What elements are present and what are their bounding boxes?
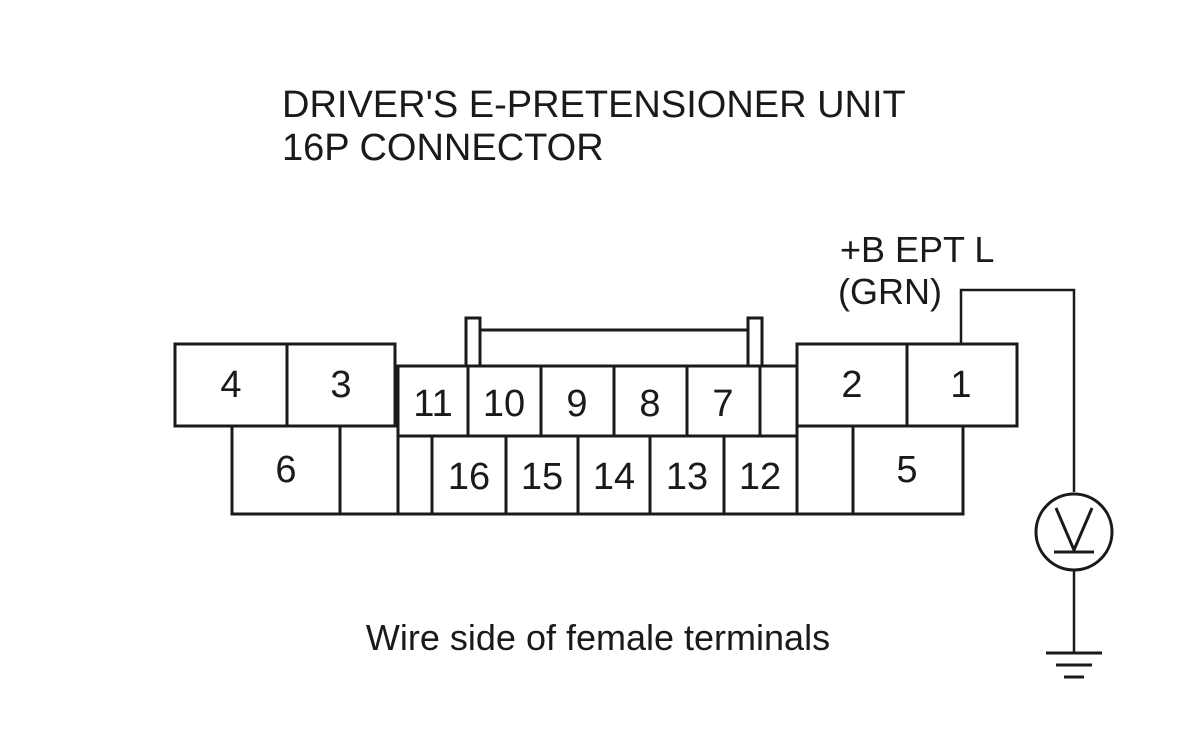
diagram-title-line2: 16P CONNECTOR: [282, 127, 604, 169]
pin-7-label: 7: [712, 383, 733, 425]
pin-9-label: 9: [566, 383, 587, 425]
probe-wire: [959, 288, 1076, 492]
middle-upper-row: [396, 364, 799, 438]
ground-icon: [1046, 651, 1102, 679]
pin-4-label: 4: [220, 364, 241, 406]
pin-11-label: 11: [413, 383, 452, 425]
pin-10-label: 10: [483, 383, 525, 425]
pin-13-label: 13: [666, 456, 708, 498]
pin-cell-4-3-block: [173, 342, 397, 428]
connector-body: [173, 316, 1019, 516]
pin-cell-6-block: [230, 424, 400, 516]
connector-view-caption: Wire side of female terminals: [366, 617, 830, 658]
locking-tab-right: [746, 316, 764, 366]
pin-6-label: 6: [275, 449, 296, 491]
pin-2-label: 2: [841, 364, 862, 406]
pin-8-label: 8: [639, 383, 660, 425]
pin-15-label: 15: [521, 456, 563, 498]
pin-cell-5-block: [795, 424, 965, 516]
pin-3-label: 3: [330, 364, 351, 406]
locking-tab-left: [464, 316, 482, 366]
pin-12-label: 12: [739, 456, 781, 498]
probe-wire-color-label: (GRN): [838, 271, 942, 312]
pin-labels: 4 3 6 2 1 5 11 10 9 8 7 16 15 14 13 12: [220, 364, 971, 498]
voltmeter-icon: [1034, 492, 1114, 572]
middle-lower-row: [396, 434, 799, 516]
pin-5-label: 5: [896, 449, 917, 491]
diagram-title-line1: DRIVER'S E-PRETENSIONER UNIT: [282, 84, 906, 126]
pin-14-label: 14: [593, 456, 635, 498]
probe-signal-label: +B EPT L: [840, 229, 994, 270]
pin-1-label: 1: [950, 364, 971, 406]
pin-16-label: 16: [448, 456, 490, 498]
